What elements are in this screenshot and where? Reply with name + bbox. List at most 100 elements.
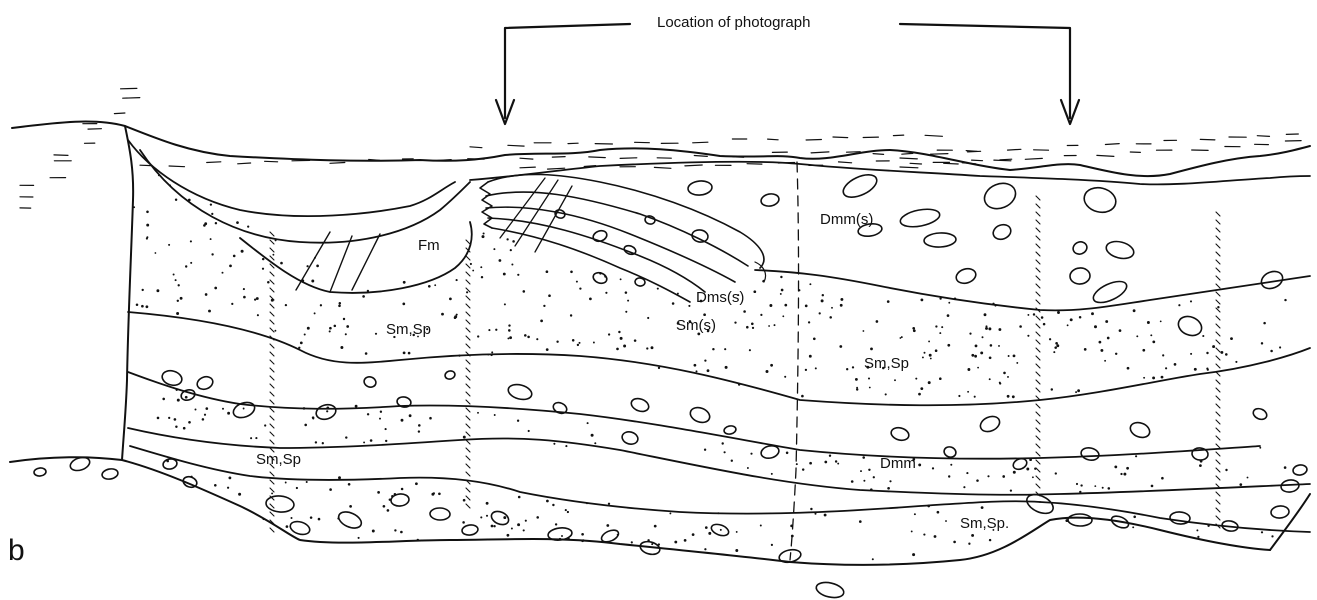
sand-dot: [802, 468, 804, 470]
trace-tick: [1036, 452, 1040, 456]
sand-dot: [454, 316, 457, 319]
sand-dot: [831, 307, 833, 309]
clast: [507, 382, 534, 402]
sand-dot: [156, 289, 159, 292]
trace-tick: [466, 264, 470, 268]
sand-dot: [815, 367, 817, 369]
sand-dot: [846, 368, 848, 370]
clast: [1082, 184, 1119, 215]
sand-dot: [372, 530, 375, 533]
sand-dot: [734, 321, 736, 323]
sand-dot: [708, 532, 711, 535]
sand-dot: [506, 238, 508, 240]
sand-dot: [257, 314, 259, 316]
sand-dot: [1002, 475, 1005, 478]
clast: [978, 414, 1002, 435]
sand-dot: [1150, 334, 1152, 336]
trace-tick: [1036, 252, 1040, 256]
sand-dot: [913, 329, 916, 332]
surface-dash: [900, 158, 917, 159]
clast: [34, 467, 47, 476]
trace-tick: [1216, 276, 1220, 280]
sand-dot: [486, 515, 488, 517]
sand-dot: [146, 211, 149, 214]
sand-dot: [546, 270, 549, 273]
surface-dash: [123, 98, 140, 99]
sand-dot: [556, 341, 558, 343]
sand-dot: [819, 312, 821, 314]
clast: [1271, 505, 1290, 519]
sand-dot: [536, 516, 539, 519]
surface-dash: [1105, 144, 1119, 145]
sand-dot: [552, 504, 554, 506]
trace-tick: [1036, 268, 1040, 272]
sand-dot: [195, 409, 197, 411]
sand-dot: [1049, 338, 1051, 340]
sand-dot: [173, 274, 175, 276]
sand-dot: [801, 395, 804, 398]
sand-dot: [1057, 311, 1060, 314]
sand-dot: [488, 329, 490, 331]
sand-dot: [620, 278, 622, 280]
sand-dot: [932, 467, 934, 469]
trace-tick: [466, 368, 470, 372]
sand-dot: [750, 453, 752, 455]
sand-dot: [136, 304, 139, 307]
sand-dot: [481, 276, 483, 278]
trace-tick: [1216, 356, 1220, 360]
clast: [489, 509, 510, 527]
sand-dot: [1174, 363, 1177, 366]
clast: [1292, 464, 1307, 476]
surface-dash: [1257, 136, 1269, 137]
sand-dot: [247, 226, 249, 228]
surface-dash: [548, 168, 565, 169]
sand-dot: [1235, 361, 1237, 363]
sand-dot: [403, 352, 406, 355]
sand-dot: [315, 441, 317, 443]
sand-dot: [593, 342, 595, 344]
photo-arrow-left-bracket: [505, 24, 630, 118]
sand-dot: [724, 451, 726, 453]
sand-dot: [508, 329, 511, 332]
sand-dot: [449, 298, 452, 301]
label-dmm-s: Dmm(s): [820, 211, 873, 228]
raft-contact-1: [488, 174, 764, 268]
surface-dash: [520, 158, 533, 159]
trace-tick: [1036, 412, 1040, 416]
clast: [289, 519, 312, 536]
sand-dot: [822, 294, 824, 296]
sand-dot: [508, 324, 510, 326]
surface-dash: [1200, 139, 1215, 140]
sand-dot: [885, 393, 887, 395]
sand-dot: [1217, 306, 1219, 308]
sand-dot: [918, 393, 921, 396]
sand-dot: [780, 293, 782, 295]
sand-dot: [725, 366, 728, 369]
label-dms-s: Dms(s): [696, 289, 744, 306]
sand-dot: [743, 310, 746, 313]
sand-dot: [669, 512, 671, 514]
sand-dot: [1007, 395, 1010, 398]
sand-dot: [692, 533, 695, 536]
sand-dot: [1165, 367, 1167, 369]
sand-dot: [1132, 526, 1134, 528]
trace-tick: [1036, 212, 1040, 216]
sand-dot: [228, 476, 231, 479]
clast: [688, 405, 712, 425]
sand-dot: [543, 305, 545, 307]
sand-dot: [1284, 299, 1286, 301]
sand-dot: [608, 503, 610, 505]
sand-dot: [1105, 320, 1108, 323]
sand-dot: [810, 508, 812, 510]
sand-dot: [1003, 372, 1006, 375]
surface-dash: [508, 145, 524, 146]
surface-dash: [520, 167, 535, 168]
sand-dot: [1197, 536, 1199, 538]
sand-dot: [370, 439, 373, 442]
sand-dot: [1013, 471, 1016, 474]
sand-dot: [1196, 529, 1198, 531]
sand-dot: [751, 323, 754, 326]
trace-tick: [1036, 332, 1040, 336]
fm-lens-inner: [140, 150, 470, 243]
sand-dot: [608, 333, 610, 335]
